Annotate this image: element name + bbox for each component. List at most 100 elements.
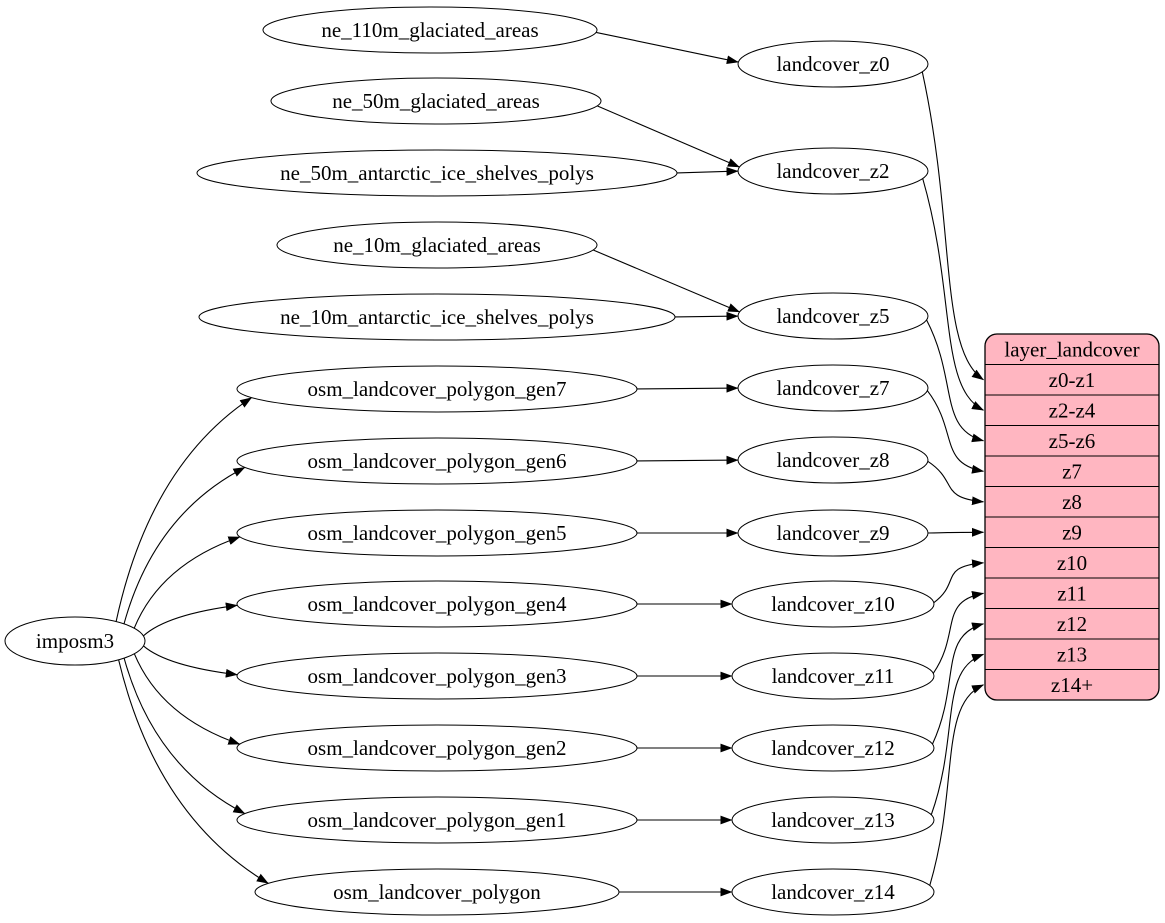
node-label-osm_landcover_polygon_gen5: osm_landcover_polygon_gen5	[308, 521, 567, 545]
node-label-osm_landcover_polygon_gen3: osm_landcover_polygon_gen3	[308, 664, 567, 688]
node-label-osm_landcover_polygon_gen6: osm_landcover_polygon_gen6	[308, 449, 567, 473]
edge-osm_landcover_polygon_gen7-to-landcover_z7	[636, 383, 739, 393]
node-ellipse-landcover_z13	[731, 796, 935, 844]
record-row-z10: z10	[1057, 551, 1087, 575]
nodes-layer: imposm3 ne_110m_glaciated_areas ne_50m_gla…	[4, 6, 935, 916]
node-osm_landcover_polygon_gen2: osm_landcover_polygon_gen2	[236, 724, 638, 772]
node-landcover_z11: landcover_z11	[731, 652, 935, 700]
edge-ne_110m_glaciated_areas-to-landcover_z0	[595, 31, 739, 65]
node-landcover_z12: landcover_z12	[731, 724, 935, 772]
node-landcover_z10: landcover_z10	[731, 580, 935, 628]
node-ellipse-osm_landcover_polygon_gen6	[236, 437, 638, 485]
node-label-osm_landcover_polygon_gen7: osm_landcover_polygon_gen7	[308, 377, 567, 401]
node-label-osm_landcover_polygon_gen4: osm_landcover_polygon_gen4	[308, 592, 567, 616]
node-ellipse-landcover_z7	[737, 364, 929, 412]
node-label-landcover_z10: landcover_z10	[771, 592, 895, 616]
node-osm_landcover_polygon_gen3: osm_landcover_polygon_gen3	[236, 652, 638, 700]
record-row-z7: z7	[1062, 459, 1082, 483]
node-ne_50m_glaciated_areas: ne_50m_glaciated_areas	[270, 77, 602, 125]
node-ellipse-osm_landcover_polygon_gen7	[236, 365, 638, 413]
record-row-z0-z1: z0-z1	[1049, 368, 1096, 392]
node-label-landcover_z5: landcover_z5	[776, 304, 889, 328]
node-landcover_z7: landcover_z7	[737, 364, 929, 412]
node-landcover_z14: landcover_z14	[731, 868, 935, 916]
node-ellipse-imposm3	[4, 616, 146, 666]
node-osm_landcover_polygon_gen6: osm_landcover_polygon_gen6	[236, 437, 638, 485]
node-landcover_z9: landcover_z9	[737, 509, 929, 557]
node-ellipse-landcover_z12	[731, 724, 935, 772]
node-ellipse-osm_landcover_polygon_gen1	[236, 796, 638, 844]
node-ne_110m_glaciated_areas: ne_110m_glaciated_areas	[262, 6, 598, 54]
edge-landcover_z5-to-record-row-z5-z6	[926, 319, 984, 443]
record-row-z8: z8	[1062, 490, 1082, 514]
node-ellipse-osm_landcover_polygon_gen3	[236, 652, 638, 700]
node-ellipse-osm_landcover_polygon	[254, 868, 620, 916]
node-ellipse-osm_landcover_polygon_gen2	[236, 724, 638, 772]
edge-landcover_z9-to-record-row-z9	[927, 527, 984, 537]
node-osm_landcover_polygon_gen1: osm_landcover_polygon_gen1	[236, 796, 638, 844]
node-label-landcover_z2: landcover_z2	[776, 159, 889, 183]
node-osm_landcover_polygon_gen7: osm_landcover_polygon_gen7	[236, 365, 638, 413]
node-label-osm_landcover_polygon_gen2: osm_landcover_polygon_gen2	[308, 736, 567, 760]
record-row-z14+: z14+	[1051, 673, 1093, 697]
edge-landcover_z10-to-record-row-z10	[933, 559, 984, 604]
edge-landcover_z0-to-record-row-z0-z1	[921, 71, 984, 381]
node-ne_10m_antarctic_ice_shelves_polys: ne_10m_antarctic_ice_shelves_polys	[198, 293, 676, 341]
node-label-osm_landcover_polygon: osm_landcover_polygon	[333, 880, 541, 904]
node-ellipse-osm_landcover_polygon_gen5	[236, 509, 638, 557]
edge-imposm3-to-osm_landcover_polygon_gen6	[123, 466, 246, 625]
node-ellipse-ne_10m_antarctic_ice_shelves_polys	[198, 293, 676, 341]
node-label-landcover_z14: landcover_z14	[771, 880, 895, 904]
edge-imposm3-to-osm_landcover_polygon_gen2	[133, 653, 241, 745]
edge-ne_10m_antarctic_ice_shelves_polys-to-landcover_z5	[674, 311, 739, 321]
node-ellipse-landcover_z9	[737, 509, 929, 557]
node-ellipse-ne_50m_antarctic_ice_shelves_polys	[196, 149, 678, 197]
edge-osm_landcover_polygon_gen6-to-landcover_z8	[636, 455, 739, 465]
record-row-z12: z12	[1057, 612, 1087, 636]
edge-imposm3-to-osm_landcover_polygon_gen7	[115, 397, 253, 622]
record-row-z2-z4: z2-z4	[1049, 398, 1096, 422]
record-row-z13: z13	[1057, 642, 1087, 666]
edge-ne_10m_glaciated_areas-to-landcover_z5	[592, 249, 740, 313]
edge-landcover_z7-to-record-row-z7	[926, 390, 984, 474]
node-landcover_z0: landcover_z0	[737, 40, 929, 88]
edges-layer	[115, 31, 984, 897]
node-ellipse-landcover_z10	[731, 580, 935, 628]
node-label-landcover_z7: landcover_z7	[776, 376, 889, 400]
node-label-landcover_z13: landcover_z13	[771, 808, 895, 832]
node-ellipse-landcover_z0	[737, 40, 929, 88]
node-osm_landcover_polygon: osm_landcover_polygon	[254, 868, 620, 916]
record-title: layer_landcover	[1004, 337, 1139, 361]
node-label-landcover_z9: landcover_z9	[776, 521, 889, 545]
edge-imposm3-to-osm_landcover_polygon_gen1	[123, 657, 246, 815]
node-ellipse-landcover_z5	[737, 292, 929, 340]
node-label-ne_50m_antarctic_ice_shelves_polys: ne_50m_antarctic_ice_shelves_polys	[280, 161, 594, 185]
record-row-z5-z6: z5-z6	[1049, 429, 1096, 453]
node-ne_50m_antarctic_ice_shelves_polys: ne_50m_antarctic_ice_shelves_polys	[196, 149, 678, 197]
node-ellipse-ne_10m_glaciated_areas	[276, 221, 598, 269]
node-label-ne_110m_glaciated_areas: ne_110m_glaciated_areas	[321, 18, 538, 42]
node-label-landcover_z8: landcover_z8	[776, 448, 889, 472]
node-ellipse-ne_50m_glaciated_areas	[270, 77, 602, 125]
edge-imposm3-to-osm_landcover_polygon_gen5	[133, 536, 241, 629]
edge-landcover_z2-to-record-row-z2-z4	[922, 178, 984, 411]
node-osm_landcover_polygon_gen4: osm_landcover_polygon_gen4	[236, 580, 638, 628]
edge-imposm3-to-osm_landcover_polygon_gen4	[143, 602, 238, 637]
node-ellipse-landcover_z2	[737, 147, 929, 195]
record-layer: layer_landcoverz0-z1z2-z4z5-z6z7z8z9z10z…	[984, 333, 1160, 701]
edge-landcover_z14-to-record-row-z14+	[929, 684, 984, 886]
edge-landcover_z12-to-record-row-z12	[932, 622, 984, 745]
node-ellipse-landcover_z14	[731, 868, 935, 916]
node-landcover_z5: landcover_z5	[737, 292, 929, 340]
node-label-ne_50m_glaciated_areas: ne_50m_glaciated_areas	[332, 89, 540, 113]
edge-ne_50m_antarctic_ice_shelves_polys-to-landcover_z2	[676, 167, 739, 176]
node-label-landcover_z0: landcover_z0	[776, 52, 889, 76]
node-landcover_z13: landcover_z13	[731, 796, 935, 844]
edge-landcover_z13-to-record-row-z13	[930, 653, 984, 815]
node-label-ne_10m_antarctic_ice_shelves_polys: ne_10m_antarctic_ice_shelves_polys	[280, 305, 594, 329]
edge-landcover_z8-to-record-row-z8	[927, 460, 984, 506]
node-label-imposm3: imposm3	[36, 629, 114, 653]
node-ellipse-osm_landcover_polygon_gen4	[236, 580, 638, 628]
node-ellipse-landcover_z8	[737, 436, 929, 484]
